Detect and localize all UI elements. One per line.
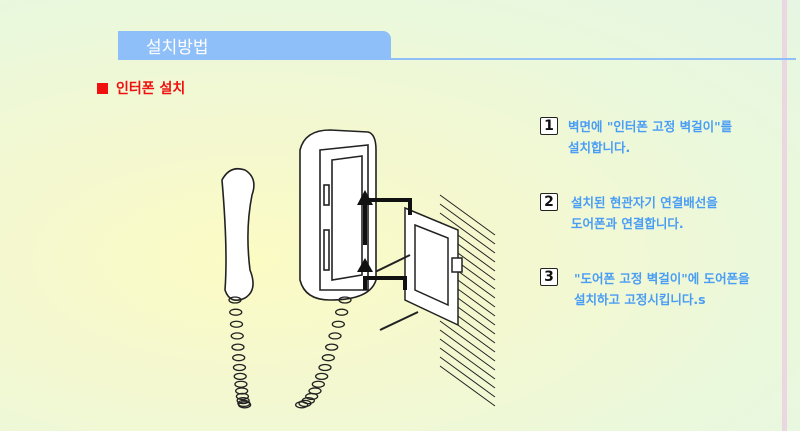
screws xyxy=(374,254,419,331)
step-3-number: 3 xyxy=(540,268,558,286)
intercom-body xyxy=(299,129,377,301)
arrows xyxy=(357,190,412,290)
step-2-number: 2 xyxy=(540,193,558,211)
step-1-number: 1 xyxy=(540,117,558,135)
section-tab: 설치방법 xyxy=(118,31,391,58)
section-tab-label: 설치방법 xyxy=(146,38,209,58)
handset xyxy=(221,167,255,301)
divider xyxy=(118,58,796,60)
heading-text: 인터폰 설치 xyxy=(116,81,186,97)
bullet-square-icon xyxy=(97,82,108,94)
wall-bracket xyxy=(404,206,463,327)
right-border xyxy=(782,0,787,431)
coiled-cord xyxy=(228,296,352,409)
section-heading: 인터폰 설치 xyxy=(97,78,185,98)
